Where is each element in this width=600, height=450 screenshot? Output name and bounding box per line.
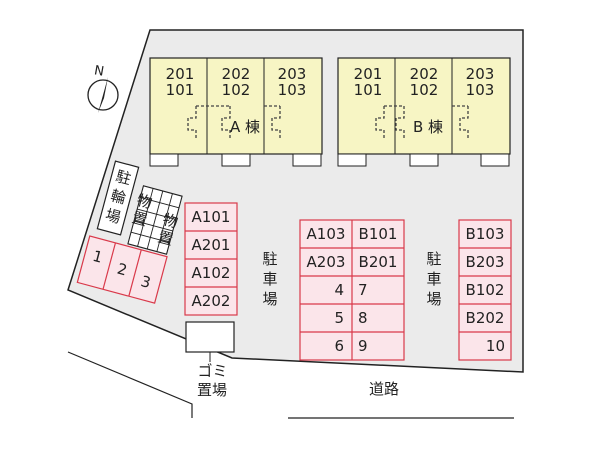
north-arrow: N bbox=[87, 63, 119, 113]
parking-label-left: 車 bbox=[262, 270, 277, 288]
parking-slot: B202 bbox=[466, 309, 505, 327]
stair-outline bbox=[459, 106, 469, 140]
bike-parking-label: 場 bbox=[104, 206, 123, 227]
parking-slot: A203 bbox=[307, 253, 346, 271]
storage-label: 置 bbox=[156, 228, 175, 249]
bike-parking-label: 駐 bbox=[114, 167, 133, 188]
storage-label: 置 bbox=[130, 208, 149, 229]
unit-b3-lower: 103 bbox=[466, 81, 495, 99]
bike-slot-label: 1 bbox=[91, 247, 105, 267]
unit-b1-lower: 101 bbox=[354, 81, 383, 99]
building-a-name: A 棟 bbox=[230, 118, 260, 136]
parking-label-left: 場 bbox=[262, 290, 277, 308]
building-a: 201 101 202 102 203 103 A 棟 bbox=[149, 57, 323, 167]
garbage-label: ゴ bbox=[197, 362, 212, 380]
unit-b3-upper: 203 bbox=[466, 65, 495, 83]
garbage-label-2: 置場 bbox=[197, 381, 227, 399]
unit-b2-lower: 102 bbox=[410, 81, 439, 99]
stair-outline bbox=[271, 106, 281, 140]
parking-slot: 7 bbox=[358, 281, 368, 299]
balcony bbox=[149, 153, 179, 167]
storage-label: 物 bbox=[135, 191, 154, 212]
parking-slot: A103 bbox=[307, 225, 346, 243]
balcony bbox=[480, 153, 510, 167]
balcony bbox=[221, 153, 251, 167]
parking-slot: 6 bbox=[334, 337, 344, 355]
bike-slots: 1 2 3 bbox=[76, 235, 168, 304]
parking-left: A101 A201 A102 A202 bbox=[184, 202, 238, 316]
bike-slot-label: 2 bbox=[115, 260, 129, 280]
stair-outline bbox=[221, 106, 231, 140]
parking-slot: 10 bbox=[486, 337, 505, 355]
parking-slot: 8 bbox=[358, 309, 368, 327]
parking-slot: A102 bbox=[192, 264, 231, 282]
unit-a3-upper: 203 bbox=[278, 65, 307, 83]
parking-slot: B203 bbox=[466, 253, 505, 271]
balcony bbox=[292, 153, 322, 167]
parking-center: A103 B101 A203 B201 4 7 5 8 6 9 bbox=[299, 219, 405, 361]
balcony bbox=[409, 153, 439, 167]
parking-right: B103 B203 B102 B202 10 bbox=[458, 219, 512, 361]
building-a-block bbox=[149, 57, 323, 155]
unit-a3-lower: 103 bbox=[278, 81, 307, 99]
stair-outline bbox=[187, 106, 197, 140]
unit-a1-lower: 101 bbox=[166, 81, 195, 99]
parking-slot: B201 bbox=[359, 253, 398, 271]
parking-slot: A101 bbox=[192, 208, 231, 226]
road-label: 道路 bbox=[369, 380, 399, 398]
stair-outline bbox=[375, 106, 385, 140]
unit-a2-upper: 202 bbox=[222, 65, 251, 83]
parking-slot: B103 bbox=[466, 225, 505, 243]
parking-slot: B101 bbox=[359, 225, 398, 243]
parking-label-left: 駐 bbox=[262, 250, 277, 268]
parking-slot: 4 bbox=[334, 281, 344, 299]
parking-label-right: 場 bbox=[426, 290, 441, 308]
unit-b1-upper: 201 bbox=[354, 65, 383, 83]
storage-sheds: 物 置 物 置 bbox=[127, 185, 183, 255]
unit-b2-upper: 202 bbox=[410, 65, 439, 83]
unit-a1-upper: 201 bbox=[166, 65, 195, 83]
building-b-name: B 棟 bbox=[413, 118, 443, 136]
bike-parking-label: 輪 bbox=[109, 186, 128, 207]
garbage-label: ミ bbox=[212, 362, 227, 380]
parking-label-right: 車 bbox=[426, 270, 441, 288]
building-b-block bbox=[337, 57, 511, 155]
storage-label: 物 bbox=[161, 210, 180, 231]
road-edge-left bbox=[67, 351, 193, 418]
unit-a2-lower: 102 bbox=[222, 81, 251, 99]
parking-label-right: 駐 bbox=[426, 250, 441, 268]
stair-outline bbox=[395, 106, 405, 140]
parking-slot: A201 bbox=[192, 236, 231, 254]
garbage-area: ゴ ミ 置場 bbox=[185, 321, 235, 399]
building-b: 201 101 202 102 203 103 B 棟 bbox=[337, 57, 511, 167]
parking-slot: B102 bbox=[466, 281, 505, 299]
parking-slot: 5 bbox=[334, 309, 344, 327]
bike-parking: 駐 輪 場 bbox=[96, 160, 140, 236]
balcony bbox=[337, 153, 367, 167]
north-label: N bbox=[93, 63, 105, 79]
bike-slot-label: 3 bbox=[139, 272, 153, 292]
parking-slot: A202 bbox=[192, 292, 231, 310]
parking-slot: 9 bbox=[358, 337, 368, 355]
